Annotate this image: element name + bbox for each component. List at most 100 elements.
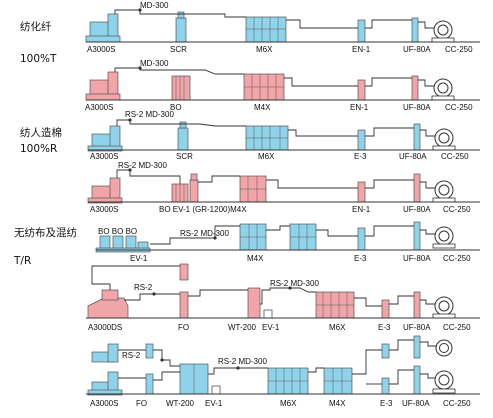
row5-ev1-caption: EV-1 xyxy=(130,254,148,263)
row4-a3000s-caption: A3000S xyxy=(90,205,118,214)
row6-a3000ds-machine xyxy=(87,289,129,319)
row5-label-percent: T/R xyxy=(13,255,31,267)
row4-ev1-machine xyxy=(189,173,199,203)
row2-m4x-machine xyxy=(243,73,285,101)
row5-cc250-caption: CC-250 xyxy=(443,254,471,263)
row5-cc250-machine xyxy=(432,226,456,249)
row3-label-percent: 100%R xyxy=(20,143,57,155)
row3-cc250-machine xyxy=(432,128,456,151)
row5-bo-list-caption: BO BO BO xyxy=(98,227,137,236)
row7-rs2-caption: RS-2 xyxy=(122,351,141,360)
row6-m6x-caption: M6X xyxy=(329,323,346,332)
row7-wt200-caption: WT-200 xyxy=(166,399,195,408)
row4-bo-machine xyxy=(171,183,189,203)
row6-e3-machine xyxy=(381,299,390,319)
row1-uf80a-caption: UF-80A xyxy=(403,45,431,54)
row3-scr-machine xyxy=(177,121,189,151)
row7-m4x-machine xyxy=(323,367,353,395)
row7-line: RS-2 RS-2 MD-300 A3000S FO WT-200 EV-1 M… xyxy=(86,335,480,408)
row7-uf80a-caption: UF-80A xyxy=(402,399,430,408)
row1-scr-machine xyxy=(175,11,187,43)
row7-rs2md300-caption: RS-2 MD-300 xyxy=(218,357,267,366)
row6-fo-caption: FO xyxy=(178,323,189,332)
row1-m6x-caption: M6X xyxy=(256,45,273,54)
row7-fo-caption: FO xyxy=(136,399,147,408)
row7-cc250-machine-2 xyxy=(432,370,456,394)
row3-label-fiber: 纺人造棉 xyxy=(20,126,62,139)
row3-e3-caption: E-3 xyxy=(354,152,367,161)
row2-a3000s-machine xyxy=(85,71,121,101)
row1-label-percent: 100%T xyxy=(20,53,57,65)
row2-cc250-caption: CC-250 xyxy=(445,103,473,112)
row6-uf80a-caption: UF-80A xyxy=(403,323,431,332)
row1-scr-caption: SCR xyxy=(170,45,187,54)
row3-m6x-machine xyxy=(245,125,289,151)
row3-a3000s-machine xyxy=(87,125,123,152)
row1-cc250-caption: CC-250 xyxy=(445,45,473,54)
row1-cc250-machine xyxy=(431,20,455,43)
row2-uf80a-caption: UF-80A xyxy=(403,103,431,112)
row3-m6x-caption: M6X xyxy=(258,152,275,161)
row7-m6x-machine xyxy=(267,367,309,395)
row3-line: RS-2 MD-300 A3000S SCR M6X E-3 UF-80A CC… xyxy=(87,110,480,161)
row7-cc250-caption: CC-250 xyxy=(443,399,471,408)
row4-en1-machine xyxy=(357,181,366,203)
row1-en1-caption: EN-1 xyxy=(352,45,371,54)
row6-rs2md300-caption: RS-2 MD-300 xyxy=(270,279,319,288)
row4-uf80a-caption: UF-80A xyxy=(403,205,431,214)
row3-scr-caption: SCR xyxy=(176,152,193,161)
row1-md300-caption: MD-300 xyxy=(140,1,169,10)
row7-ev1-machine xyxy=(211,385,221,395)
row4-bo-ev1-caption: BO EV-1 (GR-1200)M4X xyxy=(159,205,247,214)
row7-a3000s-machine-1 xyxy=(91,343,119,363)
row2-m4x-caption: M4X xyxy=(254,103,271,112)
row6-ev1-caption: EV-1 xyxy=(262,323,280,332)
row1-line: MD-300 A3000S SCR M6X EN-1 UF-80A CC-250 xyxy=(85,1,480,54)
row6-wt200-caption: WT-200 xyxy=(228,323,257,332)
row5-uf80a-machine xyxy=(413,221,421,251)
row5-line: BO BO BO RS-2 MD-300 EV-1 M4X E-3 UF-80A… xyxy=(95,221,480,263)
row3-uf80a-machine xyxy=(413,123,421,151)
row1-a3000s-caption: A3000S xyxy=(87,45,115,54)
row6-ev1-machine xyxy=(263,309,273,319)
row2-en1-caption: EN-1 xyxy=(350,103,369,112)
row4-cc250-machine xyxy=(432,180,456,203)
row2-a3000s-caption: A3000S xyxy=(85,103,113,112)
row6-e3-caption: E-3 xyxy=(378,323,391,332)
row6-fo-machine xyxy=(179,263,189,319)
row4-cc250-caption: CC-250 xyxy=(443,205,471,214)
row4-rs2md300-caption: RS-2 MD-300 xyxy=(118,161,167,170)
row1-uf80a-machine xyxy=(411,17,419,43)
row3-cc250-caption: CC-250 xyxy=(441,152,469,161)
row5-e3-machine xyxy=(357,227,366,251)
row7-wt200-machine xyxy=(179,363,209,395)
row1-m6x-machine xyxy=(245,16,287,43)
row2-bo-machine xyxy=(171,75,191,101)
row5-label-fiber: 无纺布及混纺 xyxy=(14,226,77,239)
row6-line: RS-2 RS-2 MD-300 A3000DS FO WT-200 EV-1 … xyxy=(86,263,480,332)
row6-wt200-machine xyxy=(247,287,261,319)
row4-a3000s-machine xyxy=(87,177,123,204)
row7-e3-machine xyxy=(381,343,390,395)
row4-en1-caption: EN-1 xyxy=(352,205,371,214)
row2-uf80a-machine xyxy=(411,75,419,101)
row7-e3-caption: E-3 xyxy=(380,399,393,408)
row3-rs2md300-caption: RS-2 MD-300 xyxy=(125,110,174,119)
row2-cc250-machine xyxy=(431,78,455,101)
row6-m6x-machine xyxy=(315,291,355,319)
row5-m4x-machine-1 xyxy=(239,223,267,251)
row5-uf80a-caption: UF-80A xyxy=(403,254,431,263)
row2-en1-machine xyxy=(357,79,366,101)
row3-a3000s-caption: A3000S xyxy=(90,152,118,161)
row3-e3-machine xyxy=(357,129,366,151)
row4-uf80a-machine xyxy=(413,173,421,203)
row3-uf80a-caption: UF-80A xyxy=(399,152,427,161)
row6-cc250-machine xyxy=(432,296,456,319)
row7-uf80a-machine xyxy=(413,335,421,395)
row5-m4x-caption: M4X xyxy=(247,254,264,263)
row2-line: MD-300 A3000S BO M4X EN-1 UF-80A CC-250 xyxy=(85,59,480,112)
row7-fo-machine xyxy=(145,343,154,395)
row1-duct xyxy=(114,9,246,18)
row1-label-fiber: 纺化纤 xyxy=(20,20,52,33)
